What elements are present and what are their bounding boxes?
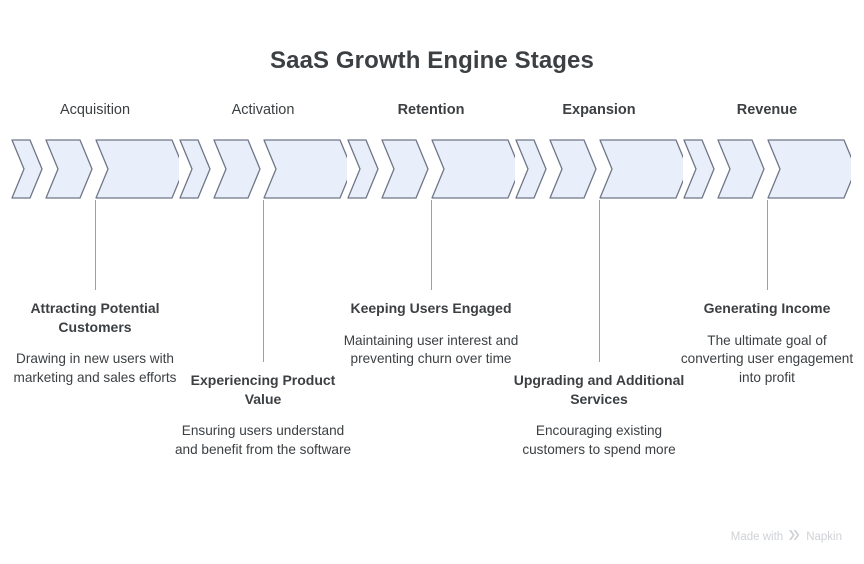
connector-line-acquisition — [94, 200, 96, 290]
stage-label-acquisition[interactable]: Acquisition — [59, 102, 131, 118]
chevron-1 — [683, 139, 715, 199]
chevron-2 — [549, 139, 597, 199]
page-title: SaaS Growth Engine Stages — [270, 47, 594, 74]
stage-label-activation[interactable]: Activation — [231, 102, 295, 118]
watermark-prefix-label: Made with — [730, 530, 784, 543]
stage-heading-acquisition: Attracting Potential Customers — [30, 300, 160, 335]
stage-heading-revenue: Generating Income — [703, 300, 831, 316]
chevron-1 — [347, 139, 379, 199]
watermark-brand-label: Napkin — [806, 530, 842, 543]
stage-heading-activation: Experiencing Product Value — [190, 372, 336, 407]
chevron-1 — [515, 139, 547, 199]
connector-line-revenue — [766, 200, 768, 290]
chevron-1 — [179, 139, 211, 199]
stage-description-retention: Maintaining user interest and preventing… — [343, 332, 519, 367]
chevron-2 — [381, 139, 429, 199]
chevron-3 — [263, 139, 347, 199]
connector-line-activation — [262, 200, 264, 362]
chevron-group-revenue[interactable] — [683, 139, 851, 199]
connector-line-expansion — [598, 200, 600, 362]
stage-heading-expansion: Upgrading and Additional Services — [513, 372, 685, 407]
connector-line-retention — [430, 200, 432, 290]
chevron-3 — [599, 139, 683, 199]
stage-description-revenue: The ultimate goal of converting user eng… — [680, 332, 854, 385]
chevron-2 — [717, 139, 765, 199]
stage-label-expansion[interactable]: Expansion — [562, 102, 636, 118]
stage-label-retention[interactable]: Retention — [397, 102, 465, 118]
chevron-3 — [431, 139, 515, 199]
chevron-group-activation[interactable] — [179, 139, 347, 199]
chevron-group-retention[interactable] — [347, 139, 515, 199]
chevron-3 — [95, 139, 179, 199]
chevron-1 — [11, 139, 43, 199]
chevron-group-expansion[interactable] — [515, 139, 683, 199]
napkin-chevron-logo-icon — [788, 529, 801, 544]
stage-description-acquisition: Drawing in new users with marketing and … — [13, 351, 177, 385]
watermark: Made with Napkin — [731, 529, 842, 544]
chevron-group-acquisition[interactable] — [11, 139, 179, 199]
chevron-2 — [213, 139, 261, 199]
stage-label-revenue[interactable]: Revenue — [736, 102, 798, 118]
stage-heading-retention: Keeping Users Engaged — [350, 300, 512, 316]
stage-description-activation: Ensuring users understand and benefit fr… — [174, 423, 352, 457]
stage-description-expansion: Encouraging existing customers to spend … — [522, 423, 676, 457]
chevron-2 — [45, 139, 93, 199]
chevron-3 — [767, 139, 851, 199]
